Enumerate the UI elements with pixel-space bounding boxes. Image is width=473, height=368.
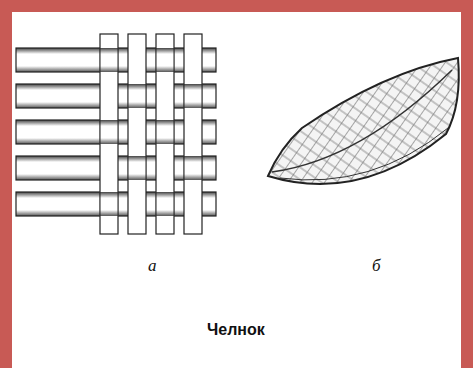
weave-strand (174, 48, 175, 72)
weave-strand (174, 120, 175, 144)
weave-strand (128, 34, 146, 234)
weave-strand (156, 192, 175, 216)
weave-strand (100, 192, 119, 216)
weave-strand (100, 48, 101, 72)
weave-strand (146, 84, 147, 108)
weave-strand (156, 120, 175, 144)
part-label: а (148, 256, 157, 276)
weave-strand (128, 156, 147, 180)
caption: Челнок (207, 321, 265, 339)
weave-strand (128, 156, 129, 180)
weave-strand (184, 34, 202, 234)
weave-strand (184, 156, 203, 180)
weave-strand (128, 84, 129, 108)
weave-strand (100, 120, 119, 144)
weave-strand (184, 156, 185, 180)
weave-strand (156, 48, 175, 72)
weave-figure (16, 34, 216, 234)
frame-band (0, 0, 12, 368)
weave-strand (156, 120, 157, 144)
weave-strand (128, 84, 147, 108)
weave-strand (146, 156, 147, 180)
weave-strand (118, 192, 119, 216)
weave-strand (100, 192, 101, 216)
frame-band (461, 0, 473, 368)
weave-strand (156, 192, 157, 216)
weave-strand (184, 84, 203, 108)
weave-strand (202, 84, 203, 108)
weave-strand (100, 120, 101, 144)
weave-strand (100, 48, 119, 72)
part-label: б (372, 256, 381, 276)
weave-strand (118, 120, 119, 144)
shuttle-figure (268, 58, 459, 184)
weave-strand (202, 156, 203, 180)
weave-strand (174, 192, 175, 216)
weave-strand (184, 84, 185, 108)
frame-band (0, 0, 473, 12)
weave-strand (156, 48, 157, 72)
weave-strand (118, 48, 119, 72)
weave-strand (156, 34, 174, 234)
weave-strand (100, 34, 118, 234)
